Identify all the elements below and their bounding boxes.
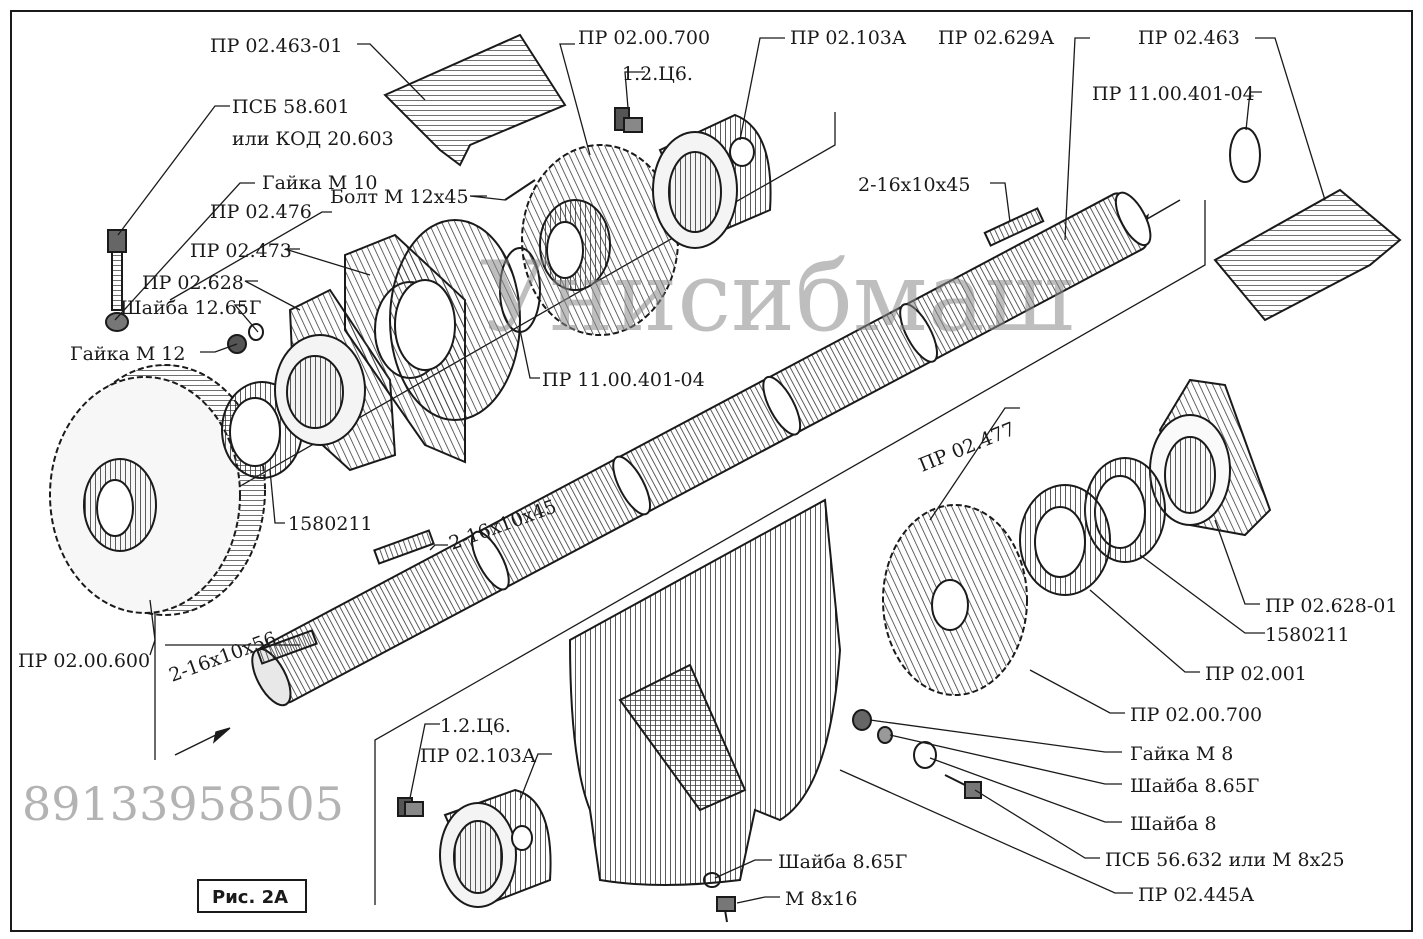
phone-number: 89133958505 [22,777,344,831]
key-middle [373,529,435,565]
part-labels: ПР 02.463-01 ПР 02.00.700 1.2.Ц6. ПР 02.… [18,27,1397,910]
label-washer-8-65g-right: Шайба 8.65Г [1130,775,1259,797]
key-lower [256,629,318,665]
key-upper [983,207,1045,247]
label-psb-56-632: ПСБ 56.632 или М 8х25 [1105,849,1345,871]
flange-housing-right [1149,378,1272,537]
label-or-kod-20-603: или КОД 20.603 [232,128,394,150]
washer-8-65g-b [703,872,721,888]
label-pr-02-00-600: ПР 02.00.600 [18,650,150,672]
label-pr-02-00-700-top: ПР 02.00.700 [578,27,710,49]
upper-collar [652,113,772,249]
label-bolt-m12x45: Болт М 12х45 [330,186,469,208]
label-pr-11-00-401-04-left: ПР 11.00.401-04 [542,369,705,391]
label-grease-fitting-top: 1.2.Ц6. [622,63,693,85]
label-pr-02-103a-lower: ПР 02.103А [420,745,537,767]
label-psb-58-601: ПСБ 58.601 [232,96,350,118]
frame-border [10,10,1413,932]
washer-12 [248,323,264,341]
label-bearing-1580211-left: 1580211 [288,513,373,535]
label-pr-02-463: ПР 02.463 [1138,27,1240,49]
figure-caption-box [197,879,307,913]
nut-m8 [852,709,872,731]
bolt-m8x25 [944,774,982,799]
label-pr-02-477: ПР 02.477 [916,418,1019,477]
main-shaft [251,191,1152,707]
watermark: Унисибмаш [480,241,1074,353]
grease-fitting-lower [397,797,424,817]
bolt-upper [504,179,536,201]
label-pr-02-629a: ПР 02.629А [938,27,1055,49]
lower-collar [439,788,552,908]
label-pr-02-103a-top: ПР 02.103А [790,27,907,49]
label-nut-m8: Гайка М 8 [1130,743,1233,765]
label-nut-m10: Гайка М 10 [262,172,377,194]
figure-caption: Рис. 2А [212,887,288,908]
label-washer-12-65g: Шайба 12.65Г [120,297,261,319]
cover-plate-left [383,33,567,167]
label-pr-02-00-700-lower: ПР 02.00.700 [1130,704,1262,726]
grease-fitting-upper [614,107,643,133]
label-pr-11-00-401-04-right: ПР 11.00.401-04 [1092,83,1255,105]
washer-8 [913,741,937,769]
retaining-ring [1229,127,1261,183]
hub [1019,484,1111,596]
upper-sprocket [521,144,679,336]
label-bolt-m8x16: М 8х16 [785,888,857,910]
label-nut-m12: Гайка М 12 [70,343,185,365]
label-grease-fitting-lower: 1.2.Ц6. [440,715,511,737]
label-pr-02-628-01: ПР 02.628-01 [1265,595,1397,617]
label-washer-8-65g-lower: Шайба 8.65Г [778,851,907,873]
lower-shield [568,498,842,886]
disc [389,219,521,421]
label-pr-02-463-01: ПР 02.463-01 [210,35,342,57]
bolt-m12 [105,229,129,332]
label-key-2-16x10x45-top: 2-16х10х45 [858,174,970,196]
washer-8-65g-a [877,726,893,744]
label-pr-02-445a: ПР 02.445А [1138,884,1255,906]
lower-sprocket [882,504,1028,696]
label-pr-02-476: ПР 02.476 [210,201,312,223]
cover-plate-right [1213,188,1402,322]
leader-lines [114,37,1326,904]
label-pr-02-628: ПР 02.628 [142,272,244,294]
label-pr-02-001: ПР 02.001 [1205,663,1307,685]
label-pr-02-473: ПР 02.473 [190,240,292,262]
label-washer-8: Шайба 8 [1130,813,1217,835]
bolt-m8x16 [716,896,736,923]
flange-housing-left [274,288,397,472]
label-bearing-1580211-right: 1580211 [1265,624,1350,646]
double-sprocket [49,364,266,616]
